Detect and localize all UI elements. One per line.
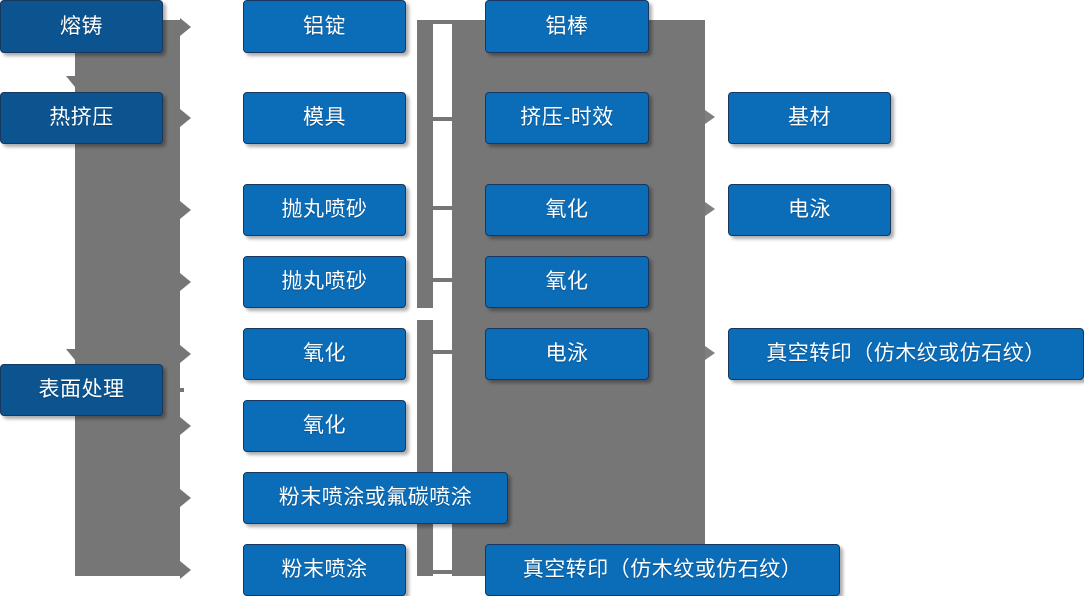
connector-bar-mid-lower	[417, 320, 433, 576]
process-label: 粉末喷涂	[281, 558, 368, 582]
treatment-box-oxidation-1[interactable]: 氧化	[485, 184, 649, 236]
process-label: 氧化	[303, 414, 346, 438]
process-box-powder-coating[interactable]: 粉末喷涂	[243, 544, 406, 596]
process-label: 模具	[303, 106, 346, 130]
process-box-shotblast-1[interactable]: 抛丸喷砂	[243, 184, 406, 236]
stub-mid-2	[433, 117, 455, 121]
treatment-box-extrusion-aging[interactable]: 挤压-时效	[485, 92, 649, 144]
process-box-mold[interactable]: 模具	[243, 92, 406, 144]
stage-label: 热挤压	[49, 106, 114, 130]
treatment-label: 电泳	[545, 342, 589, 366]
arrow-to-out-substrate	[705, 110, 715, 124]
process-label: 粉末喷涂或氟碳喷涂	[278, 486, 473, 510]
process-label: 抛丸喷砂	[281, 198, 368, 222]
process-box-shotblast-2[interactable]: 抛丸喷砂	[243, 256, 406, 308]
treatment-box-oxidation-2[interactable]: 氧化	[485, 256, 649, 308]
arrow-to-proc-powder	[180, 561, 191, 579]
stage-box-surface-treatment[interactable]: 表面处理	[0, 364, 163, 416]
output-label: 真空转印（仿木纹或仿石纹）	[766, 342, 1046, 366]
arrow-to-out-electro	[705, 202, 715, 216]
output-box-substrate[interactable]: 基材	[728, 92, 891, 144]
arrow-down-to-surface-treatment	[66, 349, 84, 360]
arrow-to-proc-shotblast-2	[180, 273, 191, 291]
stub-mid-4	[433, 278, 455, 282]
stub-mid-5	[433, 350, 455, 354]
output-label: 电泳	[788, 198, 831, 222]
output-box-vacuum-transfer[interactable]: 真空转印（仿木纹或仿石纹）	[728, 328, 1084, 380]
treatment-label: 真空转印（仿木纹或仿石纹）	[522, 558, 803, 582]
process-box-oxidation-2[interactable]: 氧化	[243, 400, 406, 452]
stub-mid-1	[433, 20, 455, 24]
process-box-ingot[interactable]: 铝锭	[243, 0, 406, 53]
arrow-to-out-vacuum	[705, 346, 715, 360]
connector-bar-mid-upper	[417, 20, 433, 308]
arrow-down-to-hot-extrusion	[66, 76, 84, 87]
treatment-box-electrophoresis[interactable]: 电泳	[485, 328, 649, 380]
process-label: 氧化	[303, 342, 346, 366]
arrow-to-proc-shotblast-1	[180, 201, 191, 219]
stage-box-melting[interactable]: 熔铸	[0, 0, 163, 53]
stage-box-hot-extrusion[interactable]: 热挤压	[0, 92, 163, 144]
process-label: 铝锭	[303, 14, 346, 38]
treatment-box-aluminium-bar[interactable]: 铝棒	[485, 0, 649, 53]
process-box-oxidation-1[interactable]: 氧化	[243, 328, 406, 380]
arrow-to-proc-ingot	[180, 18, 191, 36]
treatment-label: 氧化	[545, 198, 589, 222]
process-label: 抛丸喷砂	[281, 270, 368, 294]
output-label: 基材	[788, 106, 831, 130]
stub-surface-treatment-to-trunk	[164, 388, 184, 392]
stage-label: 熔铸	[60, 14, 103, 38]
arrow-to-proc-oxidation-1	[180, 345, 191, 363]
stub-mid-6	[433, 570, 455, 574]
treatment-label: 挤压-时效	[520, 106, 614, 130]
output-box-electrophoresis[interactable]: 电泳	[728, 184, 891, 236]
stage-label: 表面处理	[38, 378, 125, 402]
process-box-powder-fluorocarbon[interactable]: 粉末喷涂或氟碳喷涂	[243, 472, 508, 524]
treatment-label: 铝棒	[545, 14, 589, 38]
arrow-to-proc-powder-fluoro	[180, 489, 191, 507]
arrow-to-proc-mold	[180, 109, 191, 127]
treatment-label: 氧化	[545, 270, 589, 294]
arrow-to-proc-oxidation-2	[180, 417, 191, 435]
treatment-box-vacuum-transfer[interactable]: 真空转印（仿木纹或仿石纹）	[485, 544, 840, 596]
stub-mid-3	[433, 206, 455, 210]
